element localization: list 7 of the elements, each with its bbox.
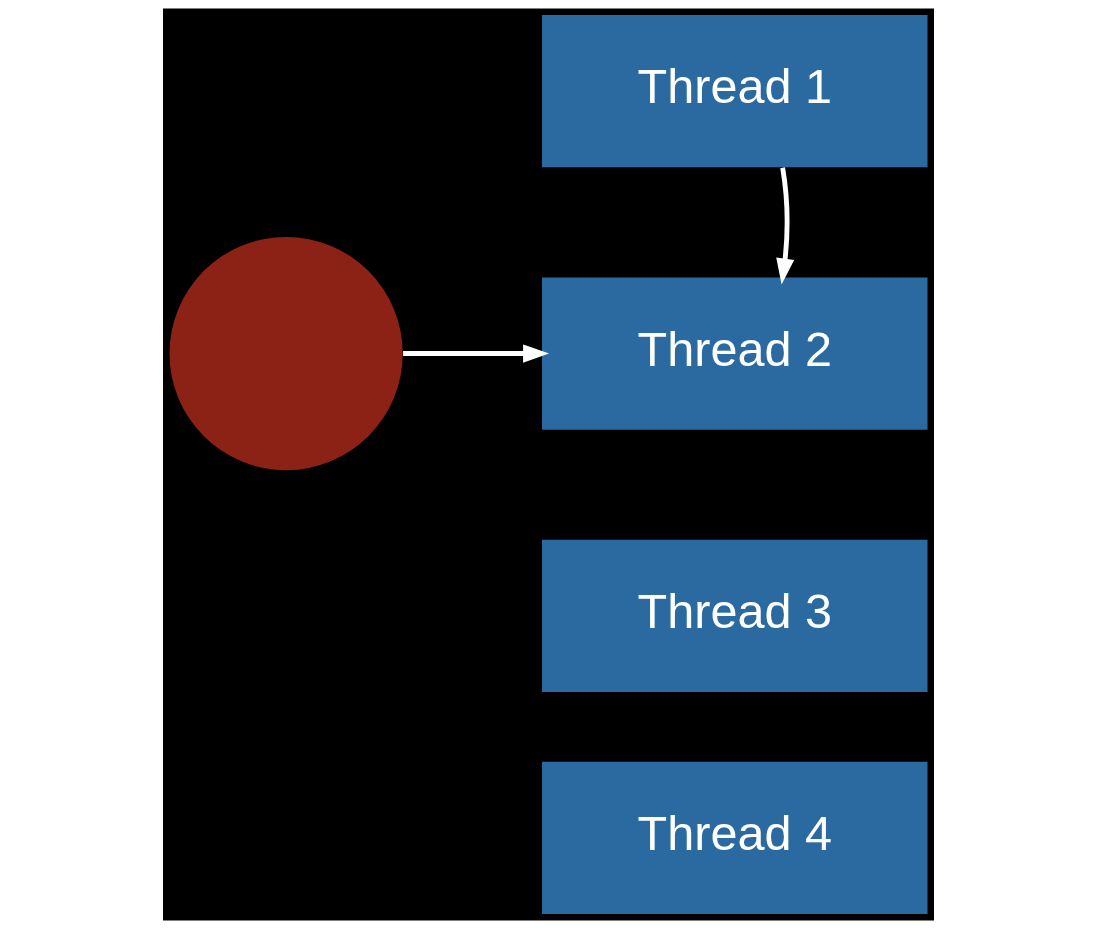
node-circle — [169, 236, 403, 471]
node-box: Thread 3 — [541, 539, 927, 693]
node-box: Thread 1 — [541, 15, 927, 168]
node-box: Thread 2 — [541, 277, 927, 430]
arrow — [402, 344, 549, 363]
node-box: Thread 4 — [541, 761, 927, 914]
arrow — [775, 167, 794, 285]
